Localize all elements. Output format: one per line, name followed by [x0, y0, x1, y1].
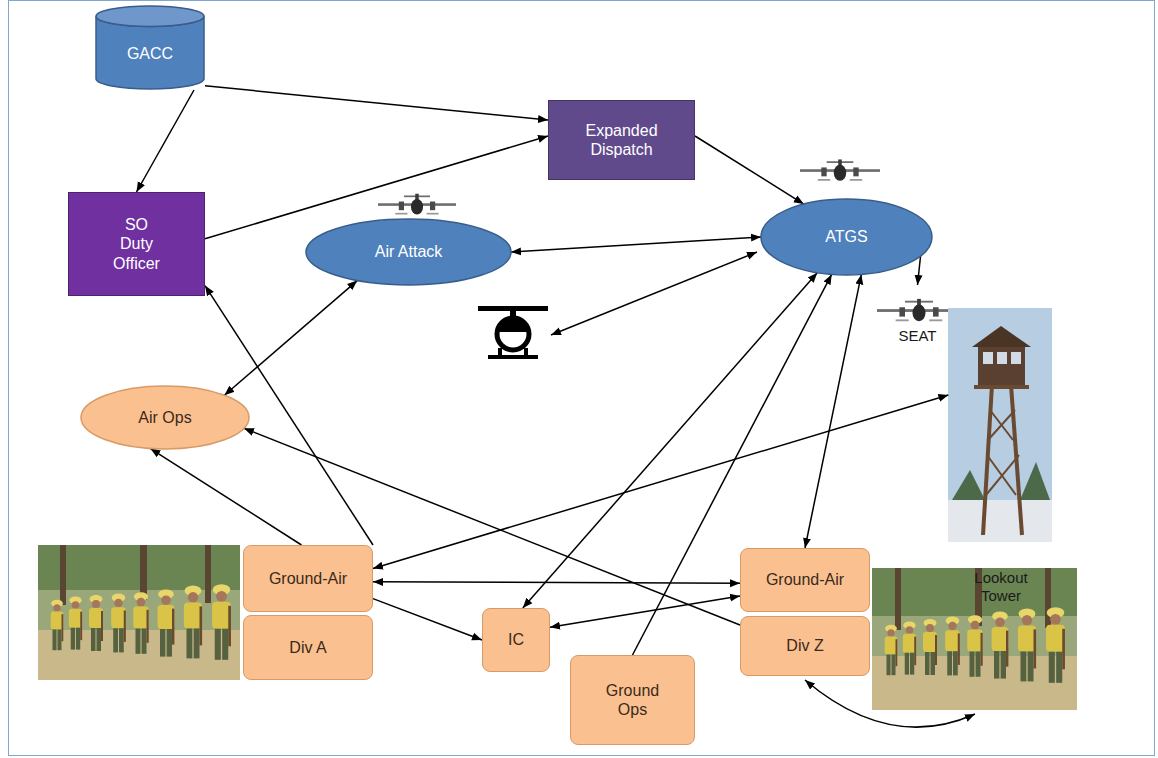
node-label: ATGS [825, 227, 867, 246]
airplane-icon [378, 194, 456, 215]
role-box: Ground-Air [740, 548, 870, 612]
node-label: GACC [127, 44, 173, 63]
role-box: Div Z [740, 616, 870, 676]
ellipse-outline [761, 199, 932, 275]
curved-arrow [805, 680, 975, 727]
crew-photo [38, 545, 240, 680]
connector-arrow [805, 274, 861, 548]
process-box: Expanded Dispatch [548, 100, 695, 180]
crew-photo [872, 568, 1077, 710]
connector-arrow [205, 86, 548, 120]
node-label: Ground-Air [269, 569, 347, 588]
node-label: Lookout Tower [966, 569, 1036, 605]
icon-label: Lookout Tower [945, 305, 1057, 605]
role-box: Div A [243, 615, 373, 680]
node-label: Div A [289, 638, 326, 657]
airplane-icon [800, 159, 880, 180]
connector-arrow [373, 582, 740, 583]
node-label: SO Duty Officer [109, 215, 165, 273]
ellipse-node: Air Ops [80, 385, 250, 450]
database-cylinder: GACC [95, 5, 205, 90]
role-box: Ground Ops [570, 655, 695, 745]
lookout-tower-picture [948, 308, 1052, 542]
connector-arrow [373, 599, 482, 640]
connector-arrow [511, 237, 761, 252]
node-label: Ground Ops [598, 681, 668, 719]
connector-arrow [137, 90, 195, 192]
connector-arrow [695, 136, 804, 204]
page-frame [9, 1, 1155, 756]
connector-arrow [150, 449, 301, 545]
connector-arrow [918, 256, 921, 285]
node-label: SEAT [898, 327, 936, 345]
node-label: Ground-Air [766, 570, 844, 589]
ellipse-outline [81, 386, 249, 449]
node-label: Air Ops [138, 408, 191, 427]
node-label: Expanded Dispatch [572, 121, 672, 159]
cylinder-top [96, 6, 204, 26]
connector-arrow [550, 596, 740, 627]
icon-label: SEAT [870, 285, 965, 345]
role-box: IC [482, 608, 550, 672]
ellipse-outline [306, 219, 511, 285]
process-box: SO Duty Officer [68, 192, 205, 296]
helicopter-icon [478, 306, 548, 359]
node-label: Div Z [786, 636, 823, 655]
node-label: Air Attack [375, 242, 443, 261]
connector-arrow [244, 428, 740, 625]
ellipse-node: Air Attack [305, 218, 512, 286]
connector-arrow [373, 395, 948, 568]
ellipse-node: ATGS [760, 198, 933, 276]
connector-arrow [551, 252, 757, 335]
role-box: Ground-Air [243, 545, 373, 612]
node-label: IC [508, 630, 524, 649]
connector-arrow [224, 281, 357, 396]
